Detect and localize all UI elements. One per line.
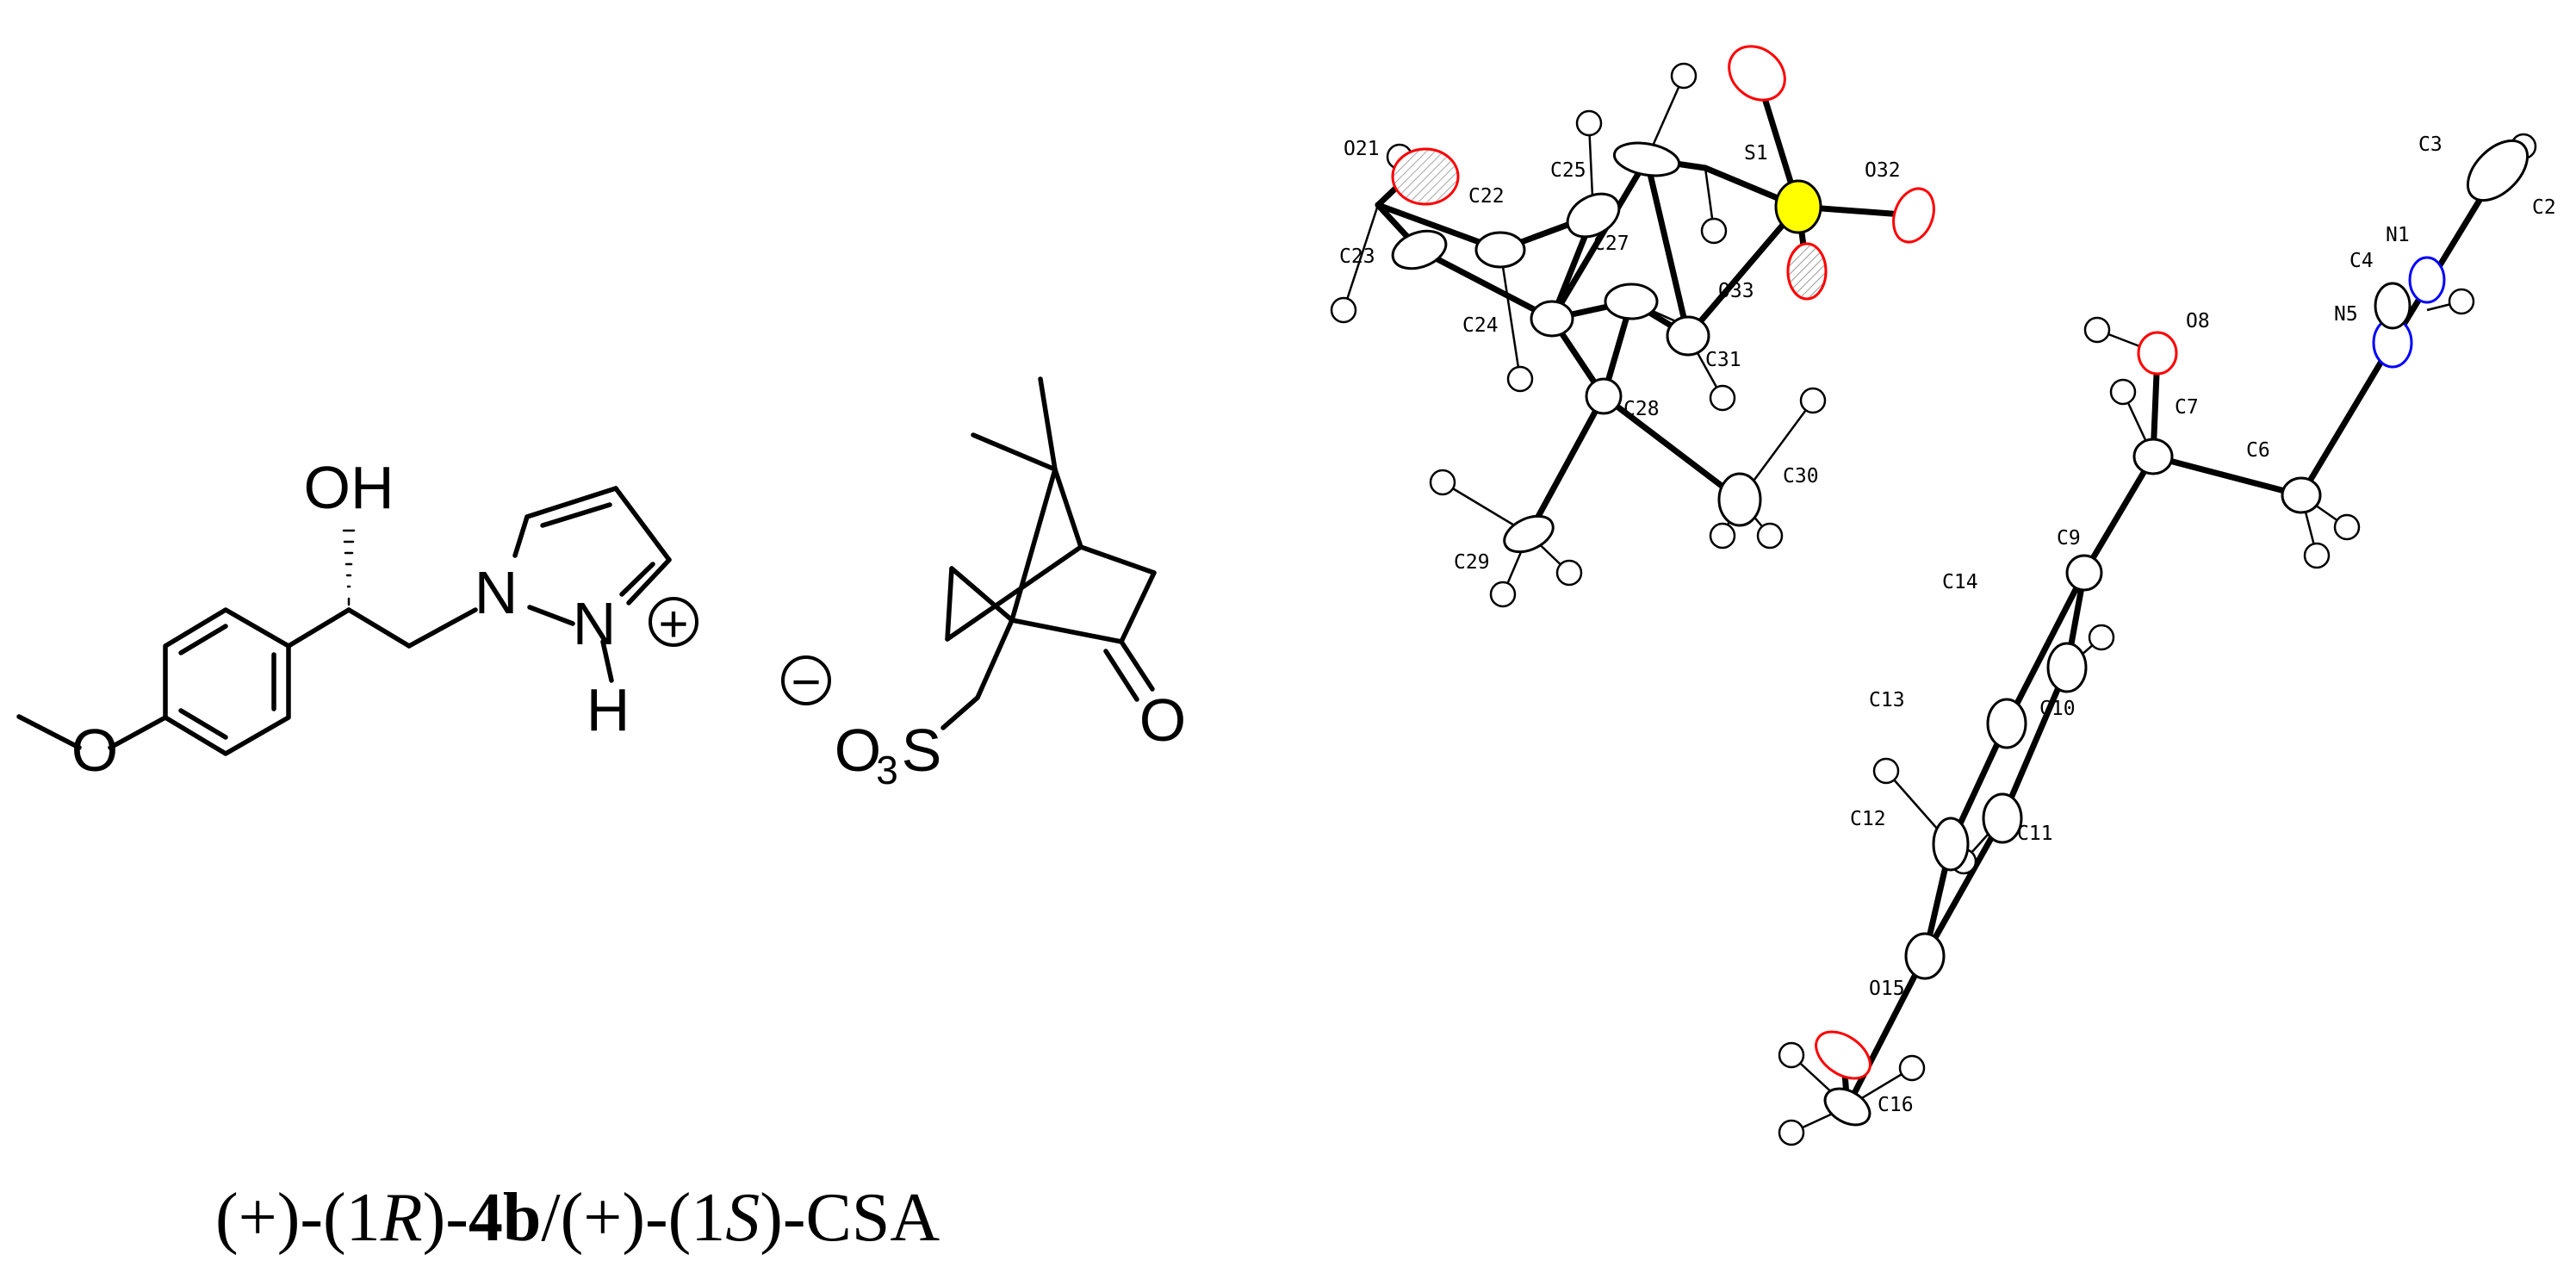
- atom-o32: [1892, 187, 1935, 244]
- atom-c6: [2281, 476, 2322, 514]
- caption-suffix: )-CSA: [760, 1180, 940, 1256]
- label-o8: O8: [2186, 310, 2210, 332]
- label-c23: C23: [1339, 245, 1375, 268]
- label-o32: O32: [1865, 159, 1901, 182]
- label-c11: C11: [2017, 823, 2053, 845]
- atom-c26: [1612, 141, 1681, 177]
- atom-c7: [2132, 438, 2174, 475]
- atom-c27: [1604, 283, 1659, 320]
- label-n1: N1: [2386, 224, 2410, 246]
- n1-label: N: [475, 559, 518, 626]
- crystal-labels: O21 C25 S1 O32 C22 C27 C23 O33 C24 C31 C…: [1339, 134, 2556, 1116]
- label-c27: C27: [1593, 233, 1629, 255]
- label-c9: C9: [2057, 527, 2081, 550]
- atom-c12: [1904, 932, 1946, 980]
- hashed-wedge-bond: [342, 529, 356, 606]
- negative-charge-icon: [781, 655, 831, 705]
- atom-o31: [1728, 45, 1786, 102]
- n2-label: N: [573, 590, 617, 657]
- h-label: H: [587, 676, 630, 743]
- caption-dash: )-: [423, 1180, 469, 1256]
- label-o21: O21: [1344, 138, 1380, 160]
- label-o33: O33: [1718, 280, 1754, 302]
- label-c3: C3: [2418, 134, 2443, 156]
- label-s1: S1: [1744, 142, 1768, 165]
- label-c2: C2: [2532, 196, 2556, 219]
- label-c7: C7: [2175, 396, 2199, 419]
- csa-o3-label: O: [835, 717, 881, 784]
- structure-csa: O 3 S O −: [781, 376, 1186, 792]
- crystal-structure: O21 C25 S1 O32 C22 C27 C23 O33 C24 C31 C…: [1330, 45, 2556, 1146]
- atom-c14: [1986, 698, 2027, 749]
- csa-ketone-o-label: O: [1139, 686, 1186, 754]
- methoxy-o-label: O: [71, 717, 118, 784]
- label-c30: C30: [1783, 465, 1819, 488]
- atom-c25: [1566, 192, 1621, 239]
- label-c12: C12: [1850, 808, 1886, 830]
- positive-charge-icon: [649, 597, 698, 647]
- atom-c28: [1585, 377, 1623, 415]
- label-c16: C16: [1878, 1094, 1914, 1116]
- caption-r: R: [380, 1180, 423, 1256]
- atom-s1: [1774, 179, 1822, 234]
- caption-compound: 4b: [469, 1180, 542, 1256]
- label-c29: C29: [1454, 551, 1490, 574]
- label-o15: O15: [1869, 978, 1905, 1000]
- label-c14: C14: [1942, 571, 1978, 593]
- atom-c22: [1474, 231, 1526, 269]
- negative-charge-label: −: [791, 653, 821, 711]
- atom-c30: [1717, 472, 1762, 527]
- atom-c13: [1932, 817, 1970, 872]
- label-c28: C28: [1623, 398, 1660, 420]
- atom-o8: [2137, 331, 2178, 376]
- atom-c10: [2046, 642, 2088, 693]
- label-c6: C6: [2246, 439, 2270, 462]
- oh-label: OH: [304, 454, 394, 521]
- label-c25: C25: [1550, 159, 1586, 182]
- label-c10: C10: [2039, 698, 2076, 720]
- atom-c4: [2374, 282, 2412, 330]
- caption-prefix: (+)-(1: [215, 1180, 381, 1256]
- atom-c31: [1666, 315, 1710, 357]
- structure-4b: OH N N H O +: [16, 454, 698, 784]
- label-c31: C31: [1705, 349, 1741, 371]
- csa-s-label: S: [902, 717, 942, 784]
- label-c13: C13: [1869, 689, 1905, 711]
- label-c4: C4: [2349, 250, 2374, 272]
- atom-c16: [1823, 1087, 1871, 1127]
- csa-o3-subscript: 3: [876, 748, 898, 792]
- compound-caption: (+)-(1R)-4b/(+)-(1S)-CSA: [215, 1180, 940, 1256]
- label-n5: N5: [2334, 303, 2358, 326]
- label-c24: C24: [1462, 314, 1499, 337]
- atom-c9: [2065, 554, 2103, 592]
- atom-n1: [2408, 256, 2446, 304]
- atom-c24: [1530, 300, 1574, 338]
- positive-charge-label: +: [658, 595, 688, 653]
- crystal-atoms: [1391, 45, 2529, 1127]
- label-c22: C22: [1468, 185, 1505, 208]
- caption-s: S: [725, 1180, 760, 1256]
- atom-c3: [2466, 139, 2529, 202]
- atom-c23: [1391, 229, 1448, 270]
- atom-o15: [1815, 1030, 1871, 1080]
- crystal-hydrogens: [1330, 62, 2537, 1146]
- atom-c29: [1503, 514, 1555, 554]
- caption-mid: /(+)-(1: [541, 1180, 725, 1256]
- atom-c11: [1982, 792, 2023, 844]
